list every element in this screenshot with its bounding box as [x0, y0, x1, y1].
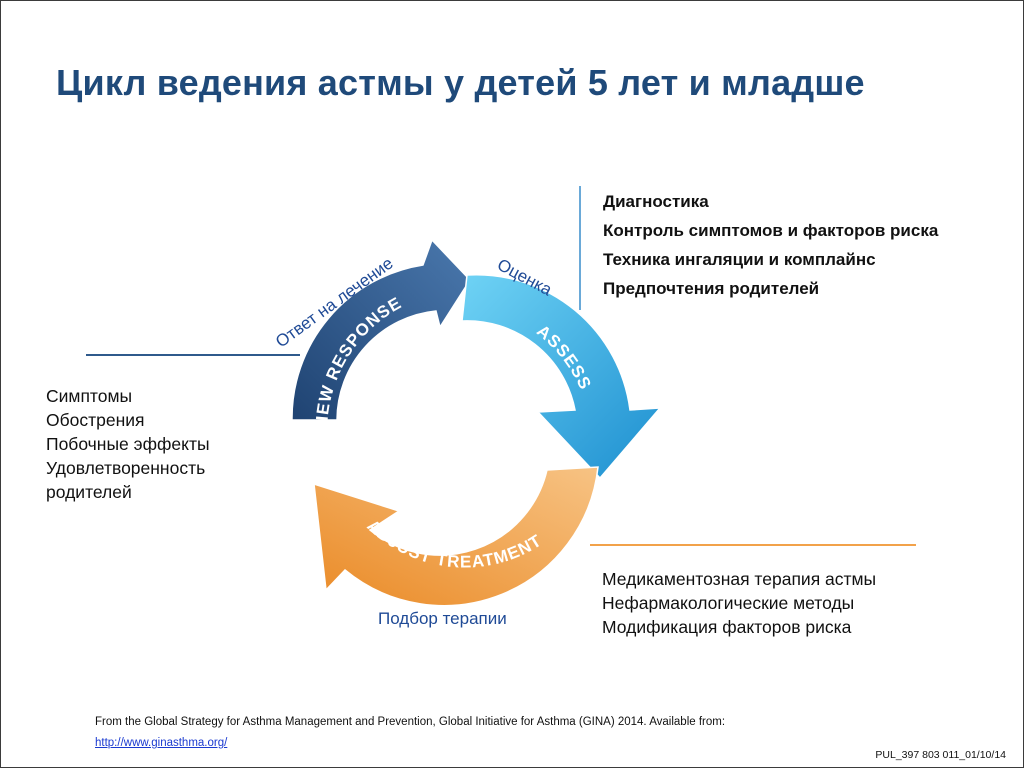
list-item: Контроль симптомов и факторов риска — [603, 221, 939, 240]
list-item: Модификация факторов риска — [602, 617, 852, 637]
list-item: Предпочтения родителей — [603, 279, 820, 298]
list-item: Диагностика — [603, 192, 709, 211]
review-response-arrow — [291, 238, 471, 421]
source-citation: From the Global Strategy for Asthma Mana… — [95, 716, 726, 728]
list-item: Нефармакологические методы — [602, 593, 855, 613]
assess-items-list: Диагностика Контроль симптомов и факторо… — [603, 190, 963, 306]
assess-arrow — [461, 273, 662, 480]
source-link[interactable]: http://www.ginasthma.org/ — [95, 737, 228, 749]
slide-title: Цикл ведения астмы у детей 5 лет и младш… — [56, 62, 865, 103]
document-code: PUL_397 803 011_01/10/14 — [875, 749, 1006, 761]
adjust-treatment-label: Подбор терапии — [378, 609, 507, 628]
list-item: Техника ингаляции и комплайнс — [603, 250, 876, 269]
adjust-items-list: Медикаментозная терапия астмы Нефармакол… — [602, 567, 876, 639]
list-item: Симптомы — [46, 386, 133, 406]
list-item: Обострения — [46, 410, 145, 430]
list-item: Медикаментозная терапия астмы — [602, 569, 877, 589]
list-item: Удовлетворенность родителей — [46, 458, 206, 502]
review-items-list: Симптомы Обострения Побочные эффекты Удо… — [46, 384, 251, 504]
adjust-treatment-arrow — [313, 466, 599, 607]
list-item: Побочные эффекты — [46, 434, 210, 454]
